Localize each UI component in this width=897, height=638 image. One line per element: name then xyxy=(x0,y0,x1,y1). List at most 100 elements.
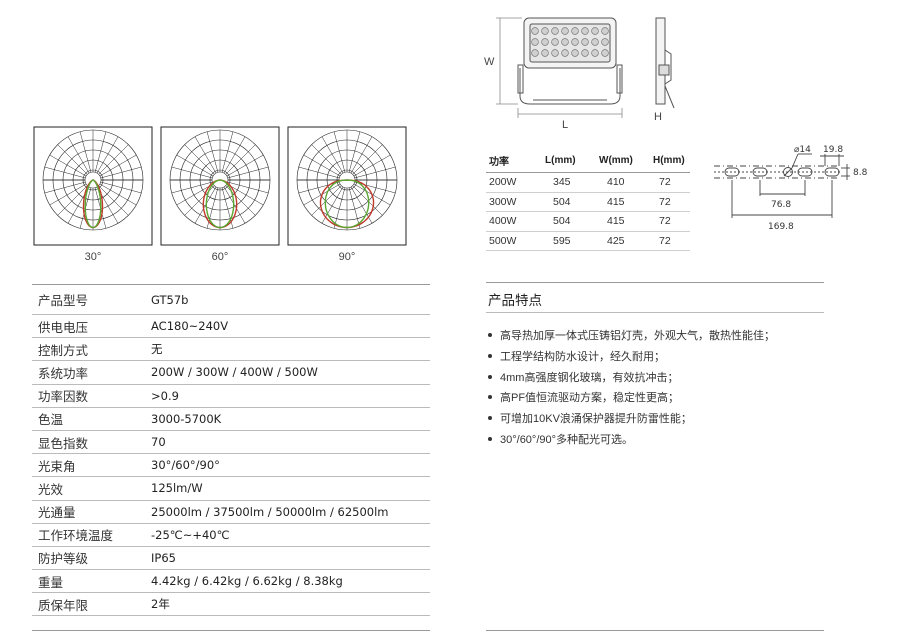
led-lens xyxy=(531,38,539,46)
bullet-icon xyxy=(488,436,492,441)
led-lens xyxy=(561,38,569,46)
cell: 72 xyxy=(653,231,690,251)
spec-key: 控制方式 xyxy=(38,343,89,358)
spec-value: -25℃~+40℃ xyxy=(151,527,230,542)
feature-text: 工程学结构防水设计，经久耐用； xyxy=(500,351,665,364)
list-item: 高导热加厚一体式压铸铝灯壳，外观大气，散热性能佳； xyxy=(488,325,828,346)
col-length: L(mm) xyxy=(545,148,599,173)
col-width: W(mm) xyxy=(599,148,653,173)
width-label: W xyxy=(484,56,495,68)
spec-row: 重量 4.42kg / 6.42kg / 6.62kg / 8.38kg xyxy=(32,570,430,594)
width-dimension xyxy=(496,17,522,105)
led-lens xyxy=(601,49,609,57)
spec-value: GT57b xyxy=(151,292,189,307)
polar-label-30: 30° xyxy=(84,251,102,263)
spec-key: 防护等级 xyxy=(38,552,89,567)
curve-c90 xyxy=(84,179,102,229)
spec-value: 2年 xyxy=(151,597,170,612)
cell: 72 xyxy=(653,211,690,232)
cell: 72 xyxy=(653,172,690,193)
polar-label-90: 90° xyxy=(338,251,356,263)
spec-key: 重量 xyxy=(38,575,64,590)
feature-text: 高PF值恒流驱动方案，稳定性更高； xyxy=(500,392,680,405)
length-label: L xyxy=(562,119,568,131)
mount-hole-drawing: ⌀14 19.8 8.8 76.8 169.8 xyxy=(714,145,868,232)
polar-label-60: 60° xyxy=(211,251,229,263)
led-lens xyxy=(541,49,549,57)
spec-value: 无 xyxy=(151,342,163,357)
cell: 415 xyxy=(599,192,653,212)
list-item: 30°/60°/90°多种配光可选。 xyxy=(488,428,828,449)
front-view xyxy=(517,17,623,105)
list-item: 可增加10KV浪涌保护器提升防雷性能； xyxy=(488,408,828,429)
bullet-icon xyxy=(488,374,492,379)
inner-spacing-label: 76.8 xyxy=(771,200,791,210)
cell: 300W xyxy=(486,192,545,212)
cell: 504 xyxy=(545,211,599,232)
cell: 595 xyxy=(545,231,599,251)
feature-text: 可增加10KV浪涌保护器提升防雷性能； xyxy=(500,413,692,426)
spec-table-bottom-rule xyxy=(32,630,430,631)
cell: 400W xyxy=(486,211,545,232)
led-lens xyxy=(571,38,579,46)
led-lens xyxy=(571,49,579,57)
height-label: H xyxy=(654,111,662,123)
spec-value: 200W / 300W / 400W / 500W xyxy=(151,365,318,380)
bullet-icon xyxy=(488,395,492,400)
table-row: 200W 345 410 72 xyxy=(486,172,690,193)
list-item: 4mm高强度钢化玻璃，有效抗冲击； xyxy=(488,366,828,387)
spec-row: 防护等级 IP65 xyxy=(32,547,430,571)
cell: 410 xyxy=(599,172,653,193)
spec-value: 125lm/W xyxy=(151,481,203,496)
led-lens xyxy=(601,27,609,35)
cell: 425 xyxy=(599,231,653,251)
col-power: 功率 xyxy=(486,148,545,173)
spec-row: 光束角 30°/60°/90° xyxy=(32,454,430,478)
features-title: 产品特点 xyxy=(488,293,542,308)
curve-c90 xyxy=(205,179,235,229)
cell: 345 xyxy=(545,172,599,193)
spec-key: 色温 xyxy=(38,413,64,428)
spec-value: >0.9 xyxy=(151,388,179,403)
led-lens xyxy=(531,49,539,57)
spec-value: IP65 xyxy=(151,550,176,565)
spec-row: 功率因数 >0.9 xyxy=(32,385,430,408)
feature-text: 30°/60°/90°多种配光可选。 xyxy=(500,433,634,446)
cell: 200W xyxy=(486,172,545,193)
side-view xyxy=(655,17,675,109)
outer-spacing-label: 169.8 xyxy=(768,222,794,232)
led-lens xyxy=(561,27,569,35)
bullet-icon xyxy=(488,333,492,338)
polar-diagram-90 xyxy=(287,126,407,246)
led-lens xyxy=(591,49,599,57)
spec-value: AC180~240V xyxy=(151,319,229,334)
spec-key: 功率因数 xyxy=(38,390,89,405)
feature-text: 4mm高强度钢化玻璃，有效抗冲击； xyxy=(500,371,679,384)
features-bottom-rule xyxy=(486,630,824,631)
table-row: 500W 595 425 72 xyxy=(486,231,690,251)
led-lens xyxy=(571,27,579,35)
cell: 415 xyxy=(599,211,653,232)
spec-value: 30°/60°/90° xyxy=(151,458,220,473)
led-lens xyxy=(581,38,589,46)
cell: 72 xyxy=(653,192,690,212)
spec-value: 4.42kg / 6.42kg / 6.62kg / 8.38kg xyxy=(151,574,343,589)
led-lens xyxy=(551,49,559,57)
length-dimension xyxy=(517,108,623,118)
led-lens xyxy=(551,38,559,46)
spec-key: 光束角 xyxy=(38,459,76,474)
spec-key: 显色指数 xyxy=(38,436,89,451)
polar-diagram-30 xyxy=(33,126,153,246)
features-title-rule xyxy=(486,312,824,313)
spec-key: 光效 xyxy=(38,482,64,497)
dimension-table-header: 功率 L(mm) W(mm) H(mm) xyxy=(486,148,690,173)
cell: 504 xyxy=(545,192,599,212)
slot-height-label: 8.8 xyxy=(853,168,868,178)
spec-row: 工作环境温度-25℃~+40℃ xyxy=(32,524,430,547)
